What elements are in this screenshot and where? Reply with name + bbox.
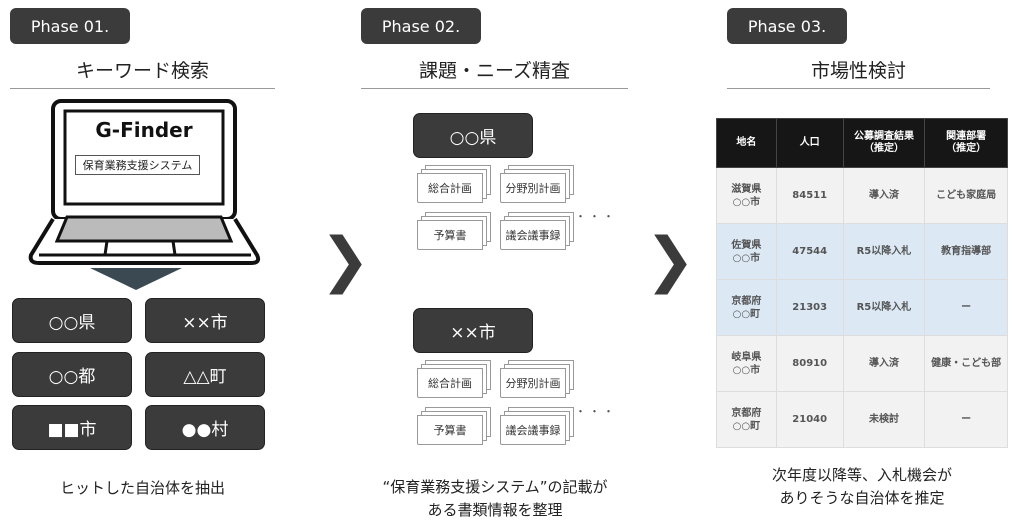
document-stack: 総合計画: [417, 165, 491, 203]
cell-result: R5以降入札: [842, 279, 926, 336]
phase-02-caption: “保育業務支援システム”の記載がある書類情報を整理: [350, 476, 640, 522]
document-stack: 議会議事録: [500, 407, 574, 445]
cell-dept: 教育指導部: [924, 223, 1008, 280]
divider: [10, 88, 275, 89]
document-label: 予算書: [433, 229, 467, 242]
cell-population: 21040: [775, 391, 844, 448]
municipality-button[interactable]: ●●村: [145, 405, 265, 450]
cell-population: 47544: [775, 223, 844, 280]
document-label: 議会議事録: [505, 229, 561, 242]
group-name-box: ××市: [413, 308, 533, 353]
place-city: ○○町: [732, 308, 761, 320]
phase-02-title: 課題・ニーズ精査: [418, 60, 571, 82]
cell-place: 京都府○○町: [716, 391, 777, 448]
laptop-icon: [28, 99, 261, 265]
document-stack: 分野別計画: [500, 165, 574, 203]
municipality-button[interactable]: ○○県: [12, 298, 132, 343]
document-stack: 総合計画: [417, 360, 491, 398]
document-label: 総合計画: [428, 182, 472, 195]
cell-dept: 健康・こども部: [924, 335, 1008, 392]
place-prefecture: 京都府: [731, 407, 762, 419]
cell-result: 導入済: [842, 167, 926, 224]
chevron-right-icon: ❯: [645, 225, 696, 295]
column-header: 公募調査結果 （推定）: [842, 118, 926, 168]
municipality-button[interactable]: ××市: [145, 298, 265, 343]
place-city: ○○市: [732, 252, 761, 264]
more-ellipsis: ・・・: [575, 405, 617, 418]
cell-population: 21303: [775, 279, 844, 336]
document-label: 分野別計画: [505, 377, 561, 390]
phase-03-title: 市場性検討: [810, 60, 906, 82]
table-row: 佐賀県○○市 47544 R5以降入札 教育指導部: [716, 223, 1008, 280]
app-name: G-Finder: [95, 118, 193, 142]
phase-03-badge: Phase 03.: [727, 8, 847, 44]
divider: [361, 88, 628, 89]
group-name-box: ○○県: [413, 113, 533, 158]
place-prefecture: 京都府: [731, 295, 762, 307]
municipality-button[interactable]: △△町: [145, 352, 265, 397]
caption-line: ある書類情報を整理: [427, 501, 563, 519]
cell-result: 導入済: [842, 335, 926, 392]
document-label: 議会議事録: [505, 424, 561, 437]
caption-line: 次年度以降等、入札機会が: [771, 466, 952, 484]
phase-01-title: キーワード検索: [75, 60, 209, 82]
more-ellipsis: ・・・: [575, 210, 617, 223]
cell-dept: ー: [924, 279, 1008, 336]
search-input[interactable]: 保育業務支援システム: [75, 155, 200, 175]
place-city: ○○町: [732, 420, 761, 432]
cell-place: 滋賀県○○市: [716, 167, 777, 224]
cell-place: 岐阜県○○市: [716, 335, 777, 392]
cell-dept: こども家庭局: [924, 167, 1008, 224]
place-city: ○○市: [732, 196, 761, 208]
table-row: 滋賀県○○市 84511 導入済 こども家庭局: [716, 167, 1008, 224]
place-prefecture: 滋賀県: [731, 183, 762, 195]
column-header: 地名: [716, 118, 777, 168]
cell-dept: ー: [924, 391, 1008, 448]
market-table: 地名人口公募調査結果 （推定）関連部署 （推定） 滋賀県○○市 84511 導入…: [716, 118, 1008, 448]
document-label: 分野別計画: [505, 182, 561, 195]
document-stack: 予算書: [417, 212, 491, 250]
phase-03-caption: 次年度以降等、入札機会がありそうな自治体を推定: [712, 464, 1012, 510]
place-city: ○○市: [732, 364, 761, 376]
table-row: 京都府○○町 21040 未検討 ー: [716, 391, 1008, 448]
cell-place: 佐賀県○○市: [716, 223, 777, 280]
document-label: 総合計画: [428, 377, 472, 390]
divider: [727, 88, 990, 89]
document-stack: 予算書: [417, 407, 491, 445]
column-header: 人口: [775, 118, 844, 168]
cell-place: 京都府○○町: [716, 279, 777, 336]
caption-line: “保育業務支援システム”の記載が: [382, 478, 608, 496]
caption-line: ありそうな自治体を推定: [779, 489, 945, 507]
document-stack: 議会議事録: [500, 212, 574, 250]
phase-01-caption: ヒットした自治体を抽出: [59, 479, 225, 497]
column-header: 関連部署 （推定）: [924, 118, 1008, 168]
table-row: 京都府○○町 21303 R5以降入札 ー: [716, 279, 1008, 336]
cell-result: R5以降入札: [842, 223, 926, 280]
cell-result: 未検討: [842, 391, 926, 448]
phase-02-badge: Phase 02.: [361, 8, 481, 44]
chevron-right-icon: ❯: [320, 225, 371, 295]
municipality-button[interactable]: ■■市: [12, 405, 132, 450]
municipality-button[interactable]: ○○都: [12, 352, 132, 397]
triangle-down-icon: [90, 268, 182, 290]
cell-population: 80910: [775, 335, 844, 392]
place-prefecture: 岐阜県: [731, 351, 762, 363]
cell-population: 84511: [775, 167, 844, 224]
table-header-row: 地名人口公募調査結果 （推定）関連部署 （推定）: [716, 118, 1008, 168]
document-label: 予算書: [433, 424, 467, 437]
document-stack: 分野別計画: [500, 360, 574, 398]
phase-01-badge: Phase 01.: [10, 8, 130, 44]
place-prefecture: 佐賀県: [731, 239, 762, 251]
table-row: 岐阜県○○市 80910 導入済 健康・こども部: [716, 335, 1008, 392]
